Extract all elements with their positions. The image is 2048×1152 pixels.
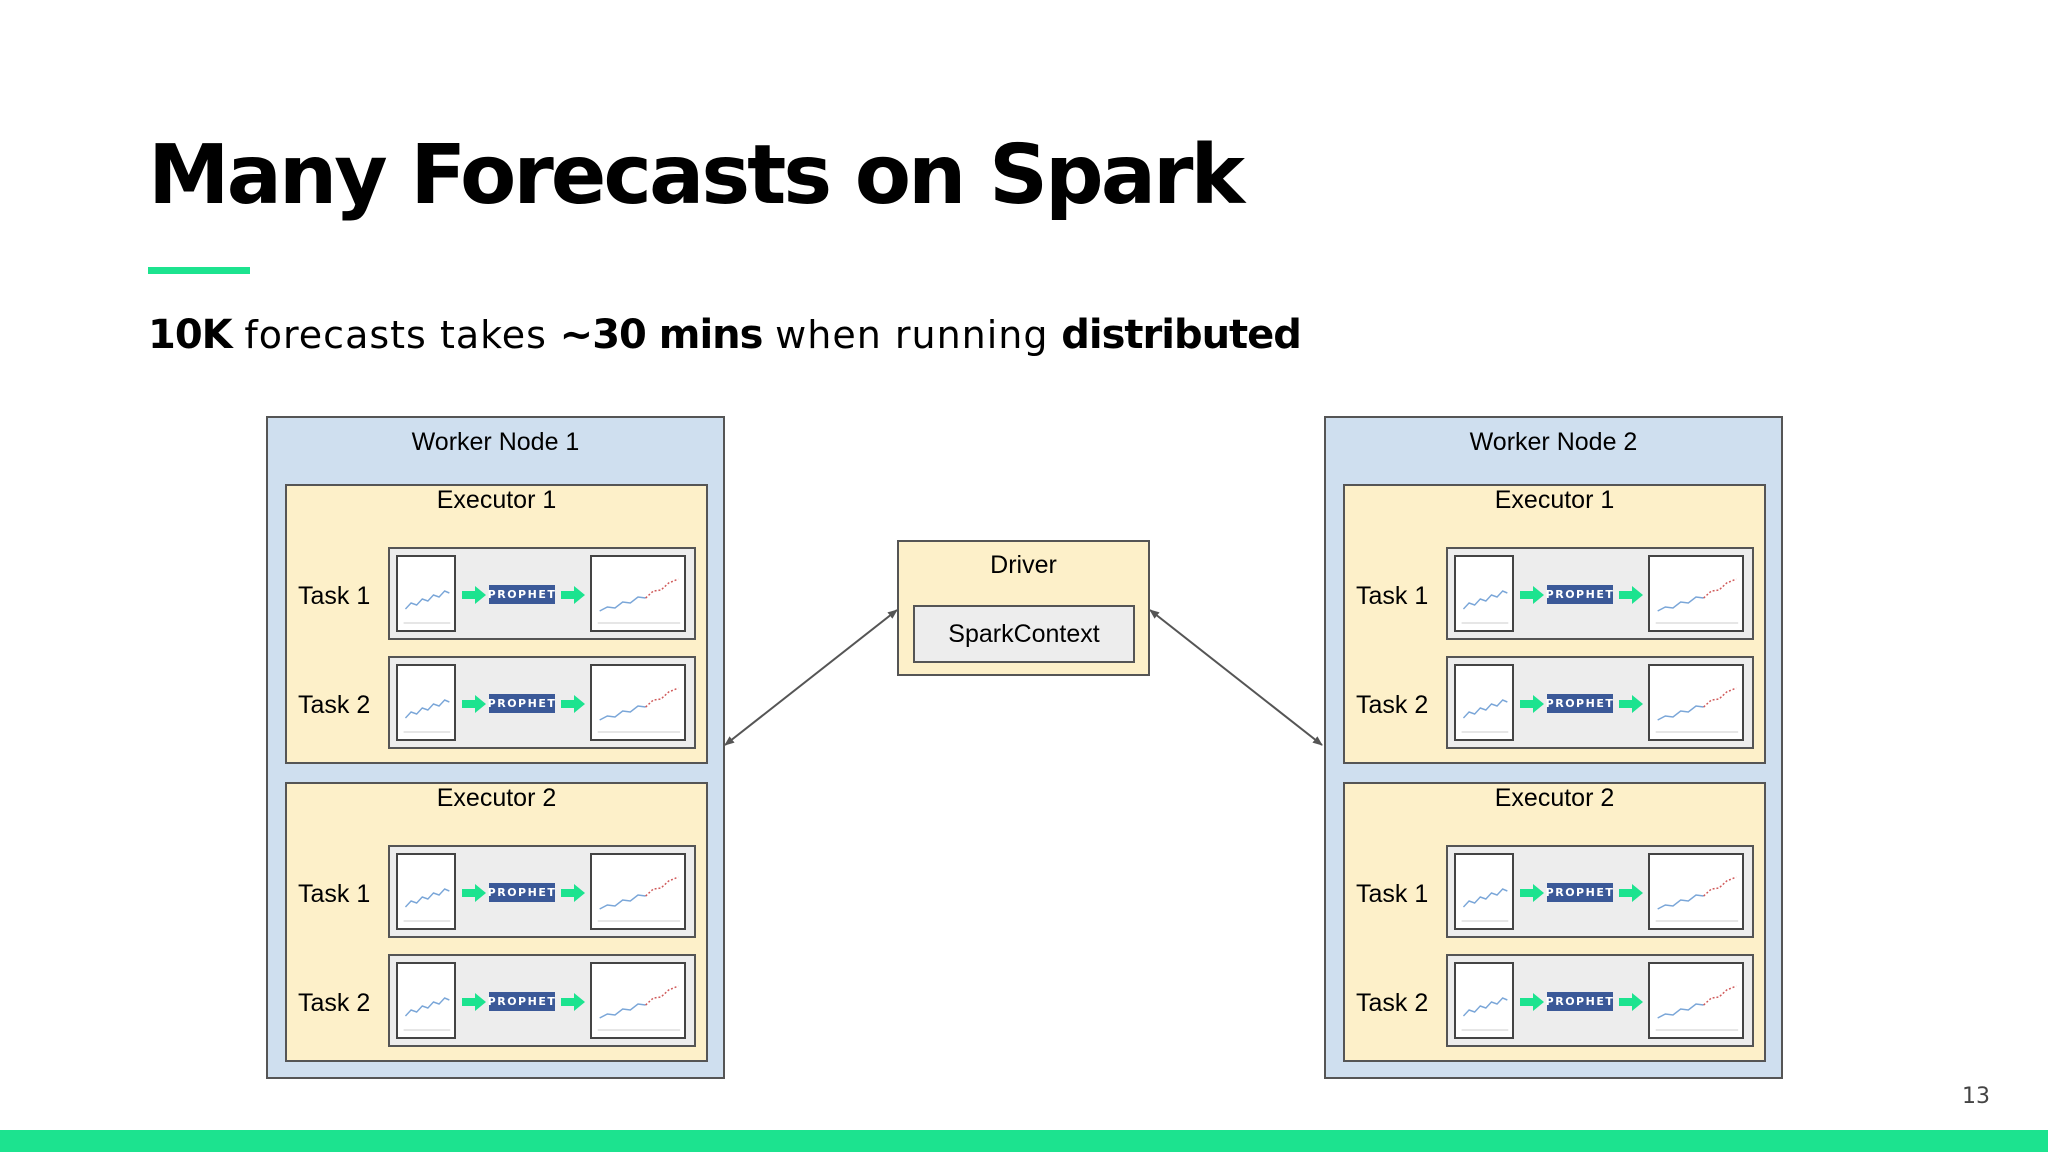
executor-label: Executor 2 [436,784,557,812]
executor-box: Executor 2 Task 1 PROPHET Task 2 PROPHET [285,782,708,1062]
title-underline [148,267,250,274]
executor-label: Executor 2 [1494,784,1615,812]
right-arrow-icon [1520,884,1544,902]
subtitle-mode: distributed [1061,312,1302,358]
right-arrow-icon [462,586,486,604]
executor-label: Executor 1 [436,486,557,514]
right-arrow-icon [462,993,486,1011]
input-series-chart [396,555,456,632]
right-arrow-icon [1619,695,1643,713]
task-box: PROPHET [1446,954,1754,1047]
prophet-logo: PROPHET [488,585,555,604]
task-label: Task 1 [1356,582,1429,610]
forecast-chart [590,555,686,632]
prophet-logo: PROPHET [1546,883,1613,902]
input-series-chart [1454,664,1514,741]
page-number: 13 [1962,1084,1990,1109]
prophet-logo: PROPHET [1546,992,1613,1011]
task-box: PROPHET [388,845,696,938]
worker-node-1: Worker Node 1 Executor 1 Task 1 PROPHET … [266,416,725,1079]
right-arrow-icon [561,586,585,604]
right-arrow-icon [462,884,486,902]
input-series-chart [396,664,456,741]
task-box: PROPHET [388,547,696,640]
forecast-chart [1648,664,1744,741]
driver-label: Driver [990,551,1057,579]
prophet-logo: PROPHET [488,694,555,713]
footer-bar [0,1130,2048,1152]
connector-driver-worker-2 [1149,609,1323,746]
forecast-chart [1648,853,1744,930]
task-label: Task 2 [1356,691,1429,719]
input-series-chart [396,853,456,930]
prophet-logo: PROPHET [488,883,555,902]
right-arrow-icon [462,695,486,713]
input-series-chart [1454,555,1514,632]
right-arrow-icon [1619,586,1643,604]
task-label: Task 1 [298,582,371,610]
executor-box: Executor 2 Task 1 PROPHET Task 2 PROPHET [1343,782,1766,1062]
forecast-chart [590,853,686,930]
prophet-logo: PROPHET [488,992,555,1011]
executor-label: Executor 1 [1494,486,1615,514]
right-arrow-icon [1619,993,1643,1011]
task-label: Task 2 [298,989,371,1017]
forecast-chart [1648,962,1744,1039]
worker-node-label: Worker Node 2 [1469,428,1638,456]
worker-node-2: Worker Node 2 Executor 1 Task 1 PROPHET … [1324,416,1783,1079]
forecast-chart [590,664,686,741]
task-label: Task 1 [298,880,371,908]
task-box: PROPHET [1446,656,1754,749]
right-arrow-icon [1520,586,1544,604]
subtitle-text-2: when running [775,313,1049,357]
prophet-logo: PROPHET [1546,585,1613,604]
subtitle-count: 10K [148,312,233,358]
slide-title: Many Forecasts on Spark [148,128,1245,223]
executor-box: Executor 1 Task 1 PROPHET Task 2 PROPHET [1343,484,1766,764]
subtitle-time: ~30 mins [559,312,764,358]
task-box: PROPHET [1446,845,1754,938]
task-label: Task 2 [1356,989,1429,1017]
task-label: Task 1 [1356,880,1429,908]
prophet-logo: PROPHET [1546,694,1613,713]
task-box: PROPHET [388,656,696,749]
right-arrow-icon [1520,993,1544,1011]
subtitle-text-1: forecasts takes [244,313,547,357]
task-box: PROPHET [1446,547,1754,640]
right-arrow-icon [561,993,585,1011]
right-arrow-icon [1520,695,1544,713]
spark-context-box: SparkContext [913,605,1135,663]
input-series-chart [1454,962,1514,1039]
right-arrow-icon [1619,884,1643,902]
slide-subtitle: 10K forecasts takes ~30 mins when runnin… [148,312,1302,358]
task-label: Task 2 [298,691,371,719]
right-arrow-icon [561,695,585,713]
right-arrow-icon [561,884,585,902]
worker-node-label: Worker Node 1 [411,428,580,456]
input-series-chart [396,962,456,1039]
input-series-chart [1454,853,1514,930]
connector-driver-worker-1 [724,609,898,746]
task-box: PROPHET [388,954,696,1047]
executor-box: Executor 1 Task 1 PROPHET Task 2 PROPHET [285,484,708,764]
driver-box: Driver SparkContext [897,540,1150,676]
forecast-chart [590,962,686,1039]
forecast-chart [1648,555,1744,632]
